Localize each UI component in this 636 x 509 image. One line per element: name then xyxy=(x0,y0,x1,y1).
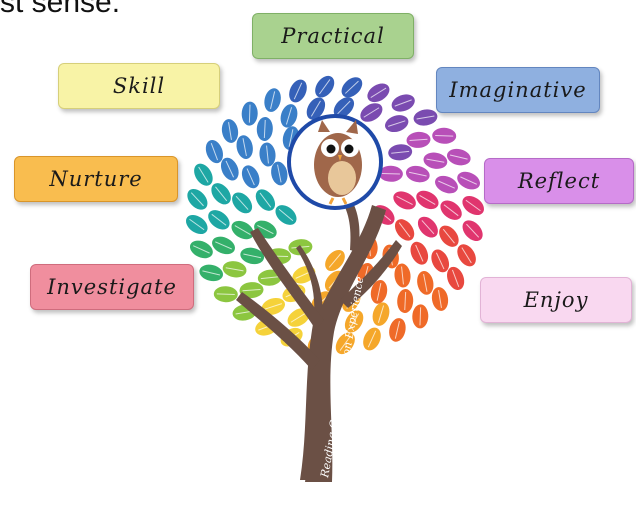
leaf-vein xyxy=(421,220,435,235)
leaf-vein xyxy=(248,104,251,123)
leaf-vein xyxy=(257,225,274,235)
leaf-vein xyxy=(419,194,436,205)
leaf-vein xyxy=(270,91,276,109)
leaf-vein xyxy=(401,266,404,285)
leaf-vein xyxy=(235,195,249,210)
leaf-vein xyxy=(337,100,351,115)
leaf-vein xyxy=(451,269,460,288)
leaf-vein xyxy=(319,79,331,95)
leaf-vein xyxy=(435,134,454,137)
leaf-vein xyxy=(242,138,247,157)
leaf-vein xyxy=(215,186,228,202)
leaf-vein xyxy=(285,107,293,125)
leaf-vein xyxy=(339,335,351,351)
leaf-vein xyxy=(225,267,244,272)
leaf-vein xyxy=(260,276,279,280)
leaf-vein xyxy=(228,122,232,140)
leaf-vein xyxy=(438,180,455,189)
leaf-vein xyxy=(215,241,232,250)
leaf-vein xyxy=(435,252,445,270)
label-enjoy: Enjoy xyxy=(480,277,632,323)
leaf-vein xyxy=(293,82,303,100)
leaf-vein xyxy=(460,176,477,185)
leaf-vein xyxy=(246,168,255,186)
leaf-vein xyxy=(263,119,266,139)
label-practical: Practical xyxy=(252,13,414,59)
leaf-vein xyxy=(443,204,459,217)
leaf-vein xyxy=(344,80,359,94)
leaf-vein xyxy=(225,160,235,178)
leaf-vein xyxy=(387,120,406,127)
leaf-vein xyxy=(288,129,294,148)
leaf-vein xyxy=(408,171,427,177)
leaf-vein xyxy=(415,244,424,262)
tree-trunk-main xyxy=(305,205,386,482)
leaf-vein xyxy=(264,303,283,310)
leaf-vein xyxy=(423,273,428,292)
leaf-vein xyxy=(438,290,442,308)
leaf-vein xyxy=(442,228,455,244)
leaf-vein xyxy=(234,225,251,236)
leaf-vein xyxy=(376,282,382,301)
tree-branch-upper xyxy=(340,194,360,252)
leaf-vein xyxy=(363,107,380,118)
leaf-vein xyxy=(349,313,360,330)
tree-branch-left xyxy=(250,228,324,330)
leaf-vein xyxy=(290,312,307,323)
header-text-fragment: st sense. xyxy=(0,0,121,19)
leaf-vein xyxy=(377,305,385,323)
leaf-vein xyxy=(416,115,435,120)
label-imaginative: Imaginative xyxy=(436,67,600,113)
leaf-vein xyxy=(278,208,294,222)
tree-branch-right xyxy=(340,240,402,308)
label-reflect: Reflect xyxy=(484,158,634,204)
leaf-vein xyxy=(398,222,411,238)
leaf-vein xyxy=(198,166,209,183)
leaf-vein xyxy=(370,87,387,98)
leaf-vein xyxy=(277,164,282,183)
leaf-vein xyxy=(466,223,480,238)
leaf-vein xyxy=(367,330,377,348)
leaf-vein xyxy=(409,138,428,142)
label-investigate: Investigate xyxy=(30,264,194,310)
leaf-vein xyxy=(193,245,210,254)
leaf-vein xyxy=(216,293,235,296)
leaf-vein xyxy=(210,142,219,161)
leaf-vein xyxy=(243,253,262,259)
leaf-vein xyxy=(211,213,227,226)
tree-branch-lower-left xyxy=(236,292,320,370)
leaf-vein xyxy=(465,199,481,212)
leaf-vein xyxy=(242,288,261,292)
leaf-vein xyxy=(396,195,413,205)
leaf-vein xyxy=(259,192,272,208)
leaf-vein xyxy=(404,291,407,311)
label-nurture: Nurture xyxy=(14,156,178,202)
leaf-vein xyxy=(426,158,445,163)
leaf-vein xyxy=(394,321,400,339)
leaf-vein xyxy=(328,253,342,268)
leaf-vein xyxy=(394,99,412,107)
owl-emblem xyxy=(287,114,383,210)
leaf-vein xyxy=(461,247,472,264)
leaf-vein xyxy=(189,218,205,231)
leaf-vein xyxy=(190,192,204,207)
leaf-vein xyxy=(266,145,269,164)
leaf-vein xyxy=(419,307,422,326)
leaf-vein xyxy=(202,270,221,276)
label-skill: Skill xyxy=(58,63,220,109)
leaf-vein xyxy=(449,154,468,160)
leaf-vein xyxy=(391,150,410,154)
leaf-vein xyxy=(310,100,321,117)
leaf-cluster xyxy=(185,75,485,355)
